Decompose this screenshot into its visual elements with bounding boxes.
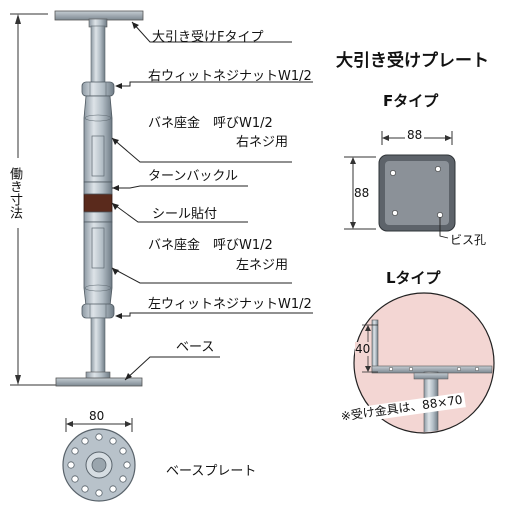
label-seal: シール貼付 xyxy=(152,207,218,222)
upper-rod xyxy=(90,25,106,85)
top-bracket-plate xyxy=(54,10,144,28)
l-type-height: 40 xyxy=(355,342,371,356)
label-base-plate: ベースプレート xyxy=(166,464,257,479)
lower-rod xyxy=(90,317,106,375)
seal-sticker xyxy=(83,193,113,213)
label-left-nut: 左ウィットネジナットW1/2 xyxy=(148,297,312,312)
f-type-screw-hole: ビス孔 xyxy=(450,233,487,247)
base-plate-side xyxy=(55,371,143,387)
leader-arrows xyxy=(112,22,139,380)
left-nut xyxy=(81,303,115,319)
right-nut xyxy=(81,81,115,97)
label-base-plate-width: 80 xyxy=(89,409,105,423)
label-spring-washer-right-2: 右ネジ用 xyxy=(236,135,289,150)
label-spring-washer-right-1: バネ座金 呼びW1/2 xyxy=(148,116,273,131)
plate-section-title: 大引き受けプレート xyxy=(336,51,489,71)
label-turnbuckle: ターンバックル xyxy=(148,169,238,184)
leader-lines xyxy=(111,21,313,381)
f-type-heading: Fタイプ xyxy=(383,92,439,110)
label-spring-washer-left-2: 左ネジ用 xyxy=(236,258,289,273)
upper-spring-washer-section xyxy=(83,95,113,183)
f-type-height: 88 xyxy=(354,186,370,200)
label-working-length: 働き寸法 xyxy=(0,158,28,228)
f-type-plate xyxy=(344,131,456,239)
label-right-nut: 右ウィットネジナットW1/2 xyxy=(148,69,312,84)
label-base: ベース xyxy=(176,340,215,355)
base-plate-top-view xyxy=(62,418,136,502)
f-type-width: 88 xyxy=(405,128,425,142)
label-f-type-bracket: 大引き受けFタイプ xyxy=(152,30,264,45)
label-spring-washer-left-1: バネ座金 呼びW1/2 xyxy=(148,238,273,253)
lower-spring-washer-section xyxy=(83,221,113,307)
l-type-heading: Lタイプ xyxy=(386,269,441,287)
